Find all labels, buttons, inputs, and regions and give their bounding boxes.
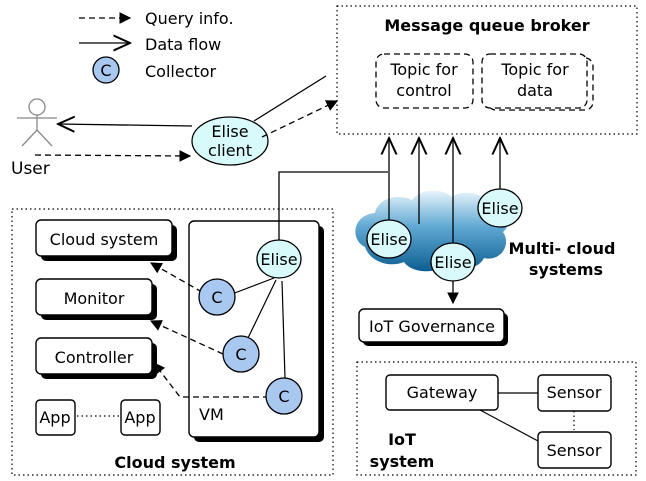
user-head-icon [28, 98, 46, 116]
mc-elise-node-1 [366, 219, 412, 259]
topic-data-line2: data [517, 81, 553, 100]
cloud-elise-node [256, 239, 302, 279]
collector-node-3 [265, 377, 303, 415]
iot-title-line1: IoT [388, 430, 416, 449]
cloud-system-box-label: Cloud system [50, 230, 159, 249]
app-box-1 [35, 399, 76, 436]
elise-client-node [191, 116, 269, 166]
gateway-label: Gateway [407, 383, 478, 402]
broker-to-client-line [253, 75, 327, 122]
sensor-label-1: Sensor [547, 383, 602, 402]
collector-label-1: C [211, 288, 222, 307]
elise-client: Elise client [191, 116, 269, 166]
app-label-2: App [124, 408, 155, 427]
iot-governance-label: IoT Governance [369, 317, 495, 336]
iot-governance: IoT Governance [358, 308, 508, 346]
legend-data-label: Data flow [145, 35, 221, 54]
monitor-label: Monitor [64, 289, 125, 308]
cloud-system-box [35, 219, 173, 257]
topic-control-box [375, 53, 474, 109]
collector2-query [149, 320, 224, 355]
cloud-elise-uplink [278, 171, 388, 240]
monitor-box [35, 278, 153, 316]
mc-elise-label-2: Elise [434, 253, 471, 272]
app-label-1: App [39, 408, 70, 427]
multi-cloud-line2: systems [529, 260, 603, 279]
mc-elise-node-2 [430, 242, 476, 282]
iot-system-border [356, 361, 637, 476]
mc-elise-node-3 [477, 188, 523, 228]
topic-control-line2: control [396, 81, 451, 100]
sensor-box-1 [537, 374, 612, 412]
client-to-broker-query [261, 100, 339, 138]
broker-border [336, 5, 638, 135]
topic-data-line1: Topic for [500, 60, 569, 79]
mc-elise-label-3: Elise [481, 199, 518, 218]
gateway-sensor2-link [479, 409, 539, 442]
cloud-system-border [11, 208, 334, 476]
controller-box [35, 337, 153, 375]
topic-data-box [481, 53, 588, 109]
multi-cloud-line1: Multi- cloud [509, 239, 616, 258]
cloud-elise-label: Elise [260, 250, 297, 269]
collector-node-1 [198, 278, 236, 316]
iot-system: IoT system Gateway Sensor Sensor [356, 361, 637, 476]
vm-label: VM [199, 405, 224, 424]
legend: Query info. Data flow C Collector [79, 9, 234, 84]
cloud-system-title: Cloud system [114, 453, 235, 472]
message-queue-broker: Message queue broker Topic for control T… [336, 5, 638, 135]
user-actor: User [11, 98, 57, 179]
user-label: User [11, 159, 50, 179]
collector-label-3: C [278, 387, 289, 406]
legend-query-label: Query info. [145, 9, 234, 28]
client-to-user-data-flow [58, 124, 193, 126]
collector-label-2: C [235, 345, 246, 364]
gateway-box [385, 374, 499, 411]
legend-collector-label: Collector [145, 62, 217, 81]
multi-cloud-systems: Multi- cloud systems Elise Elise Elise [355, 138, 616, 305]
topic-control-line1: Topic for [389, 60, 458, 79]
sensor-label-2: Sensor [547, 441, 602, 460]
mc-elise-label-1: Elise [370, 230, 407, 249]
broker-title: Message queue broker [384, 16, 589, 35]
cloud-system: Cloud system Cloud system Monitor Contro… [11, 171, 388, 476]
collector-node-2 [222, 335, 260, 373]
elise-client-line2: client [208, 141, 252, 160]
elise-client-line1: Elise [211, 122, 248, 141]
legend-collector-icon [92, 56, 120, 84]
iot-title-line2: system [370, 452, 435, 471]
sensor-box-2 [537, 431, 612, 469]
user-to-client-query [34, 150, 192, 162]
legend-collector-symbol: C [100, 61, 111, 80]
controller-label: Controller [55, 348, 134, 367]
iot-governance-box [358, 308, 505, 343]
app-box-2 [120, 399, 161, 436]
